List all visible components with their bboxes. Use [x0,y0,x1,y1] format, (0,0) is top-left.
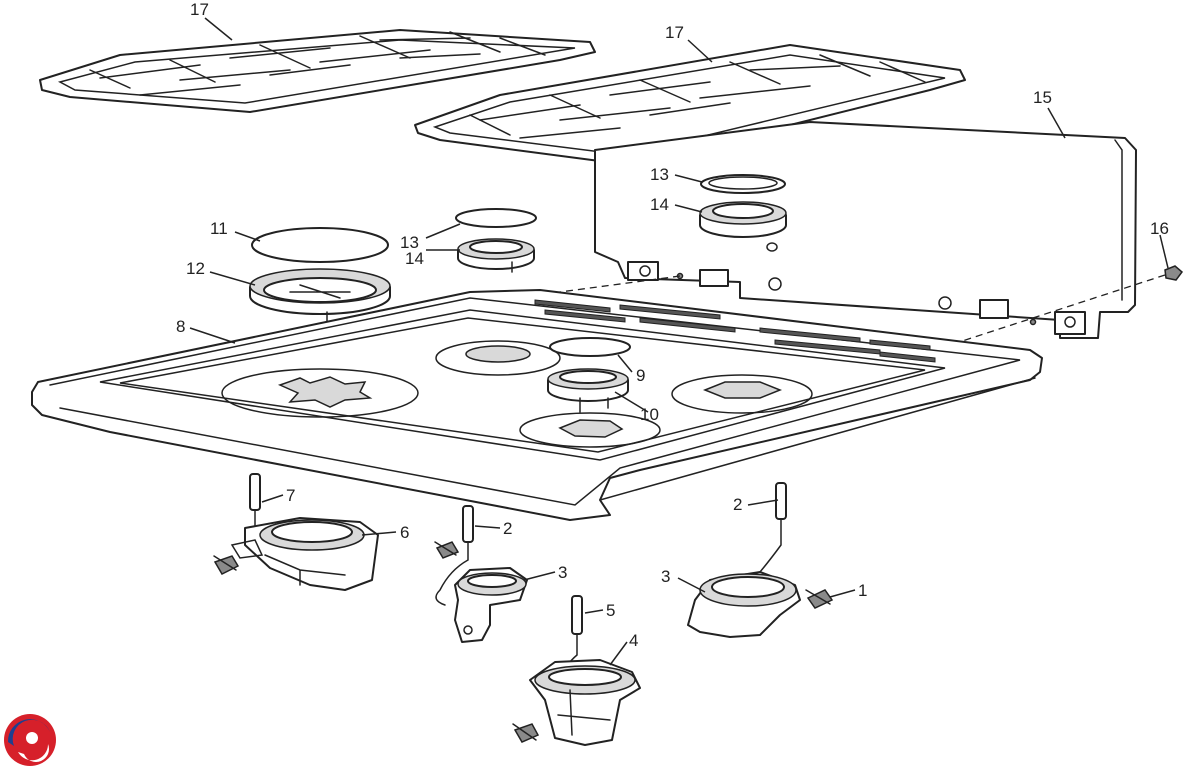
mounting-line [499,275,681,301]
leader-lines [189,17,1169,666]
burner-cap-center [549,337,631,357]
callout-15: 15 [1033,88,1052,107]
callout-2-middle: 2 [503,519,512,538]
callout-labels: 17 17 15 16 13 14 13 14 11 12 8 9 10 7 6… [176,0,1169,650]
burner-base-6 [230,517,379,591]
electrode-2-right [759,482,787,573]
grate-left [39,29,596,113]
callout-17-left: 17 [190,0,209,19]
callout-2-right: 2 [733,495,742,514]
burner-head-right [699,201,787,252]
callout-10: 10 [640,405,659,424]
callout-7: 7 [286,486,295,505]
callout-12: 12 [186,259,205,278]
burner-cap-middle [455,208,537,228]
burner-base-4 [529,659,641,746]
electrode-7 [249,473,261,536]
screw [1164,265,1184,281]
callout-14-right: 14 [650,195,669,214]
burner-base-3-right [687,571,801,638]
burner-base-3-middle [454,567,528,643]
callout-8: 8 [176,317,185,336]
callout-16: 16 [1150,219,1169,238]
callout-4: 4 [629,631,638,650]
callout-17-right: 17 [665,23,684,42]
electrode-2-middle [435,505,474,606]
callout-6: 6 [400,523,409,542]
callout-1: 1 [858,581,867,600]
screw-middle [434,541,460,559]
burner-head-center [547,368,629,413]
callout-14-middle: 14 [405,249,424,268]
callout-11: 11 [210,219,228,238]
cooktop [31,289,1043,521]
callout-9: 9 [636,366,645,385]
grate-right [414,44,966,166]
screw-left [213,555,240,575]
backguard [594,121,1137,339]
burner-cap-large [251,227,389,263]
callout-5: 5 [606,601,615,620]
callout-13-right: 13 [650,165,669,184]
burner-cap-right [700,174,786,194]
screw-bottom [512,723,540,743]
mounting-line [949,274,1166,346]
callout-3-middle: 3 [558,563,567,582]
callout-13-middle: 13 [400,233,419,252]
screw-right [805,589,834,609]
brand-logo [4,714,56,766]
cooktop-vent-slots [534,299,936,363]
burner-head-middle [457,238,535,273]
callout-3-right: 3 [661,567,670,586]
burner-head-large [249,268,391,323]
